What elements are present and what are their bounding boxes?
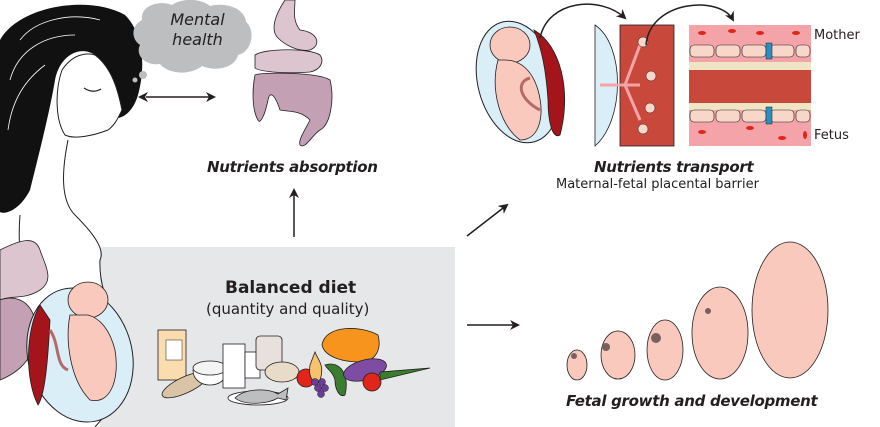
mental-health-line1: Mental bbox=[170, 10, 225, 29]
pumpkin bbox=[321, 328, 380, 363]
mental-health-line2: health bbox=[172, 30, 223, 49]
balanced-diet-title: Balanced diet bbox=[225, 278, 357, 298]
grapes bbox=[311, 378, 329, 398]
transport-fetus bbox=[475, 20, 566, 144]
cucumber bbox=[324, 363, 347, 397]
fetus-label: Fetus bbox=[814, 128, 849, 143]
potato bbox=[264, 361, 300, 383]
tomato bbox=[362, 372, 382, 392]
mental-health-cloud bbox=[132, 0, 252, 83]
curve-arrow-fetus-to-placenta bbox=[539, 3, 627, 39]
channel-top bbox=[765, 42, 773, 60]
channel-bottom bbox=[765, 106, 773, 125]
nutrients-absorption-label: Nutrients absorption bbox=[207, 158, 378, 176]
digestive-tract bbox=[252, 0, 333, 147]
mother-uterus-fetus bbox=[26, 281, 134, 423]
fetal-stage-2 bbox=[600, 330, 636, 380]
placental-barrier-detail bbox=[689, 25, 811, 146]
leeks bbox=[379, 367, 431, 381]
hair-shape bbox=[0, 4, 143, 213]
placental-barrier-label: Maternal-fetal placental barrier bbox=[556, 177, 759, 192]
nutrients-transport-label: Nutrients transport bbox=[594, 158, 754, 176]
curve-arrow-placenta-to-barrier bbox=[645, 4, 734, 46]
fetal-stage-3 bbox=[646, 319, 684, 381]
pear bbox=[309, 350, 323, 382]
fetal-growth-label: Fetal growth and development bbox=[566, 392, 818, 410]
milk-carton bbox=[222, 343, 246, 389]
fetal-eyes bbox=[571, 308, 711, 359]
food-items bbox=[157, 328, 431, 406]
mother-label: Mother bbox=[814, 28, 860, 43]
fetal-stage-5 bbox=[751, 241, 829, 379]
fish bbox=[234, 387, 289, 404]
fetal-growth-stages bbox=[566, 241, 829, 381]
balanced-diet-subtitle: (quantity and quality) bbox=[206, 300, 370, 318]
placenta-detail bbox=[594, 24, 675, 147]
woman-figure bbox=[0, 4, 143, 427]
face-shape bbox=[56, 53, 123, 138]
fetal-stage-4 bbox=[691, 286, 749, 380]
arrow-diet-to-transport bbox=[466, 203, 509, 237]
fetal-stage-1 bbox=[566, 349, 588, 381]
mental-health-label: Mental health bbox=[150, 10, 245, 50]
